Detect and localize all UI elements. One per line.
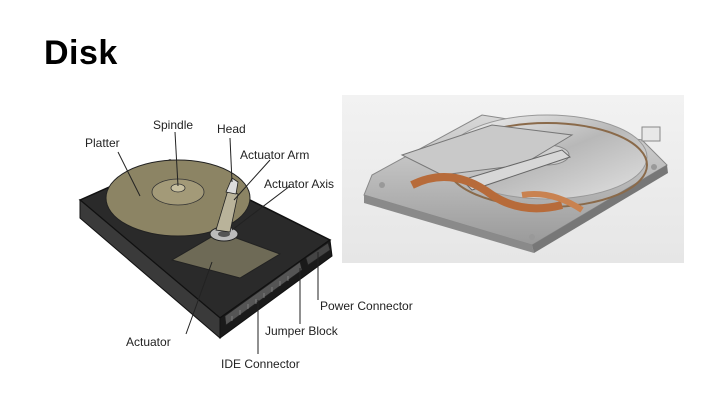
label-actuator: Actuator: [126, 335, 171, 349]
photo-connector: [641, 126, 661, 142]
actuator-arm: [215, 189, 239, 233]
photo-screw: [379, 182, 385, 188]
hard-drive-photo: [342, 95, 684, 263]
label-power-connector: Power Connector: [320, 299, 413, 313]
head: [225, 177, 239, 195]
photo-copper-coil: [521, 191, 584, 213]
photo-flex-cable: [410, 173, 563, 213]
hard-disk-diagram: Platter Spindle Head Actuator Arm Actuat…: [78, 118, 413, 371]
label-head: Head: [217, 122, 246, 136]
label-actuator-axis: Actuator Axis: [264, 177, 334, 191]
label-jumper-block: Jumper Block: [265, 324, 339, 338]
photo-actuator-arm: [461, 149, 571, 191]
label-ide-connector: IDE Connector: [221, 357, 300, 371]
label-platter: Platter: [85, 136, 120, 150]
connector-pins: [231, 276, 289, 321]
photo-screw: [529, 234, 535, 240]
actuator: [170, 231, 282, 279]
leader-lines: [117, 131, 319, 354]
photo-bracket: [400, 124, 574, 176]
slide-title: Disk: [44, 34, 118, 72]
label-spindle: Spindle: [153, 118, 193, 132]
photo-chassis-edge: [364, 195, 534, 253]
photo-screw: [651, 164, 657, 170]
actuator-axis-center: [218, 231, 230, 237]
label-actuator-arm: Actuator Arm: [240, 148, 309, 162]
ide-connector-strip: [224, 261, 303, 326]
